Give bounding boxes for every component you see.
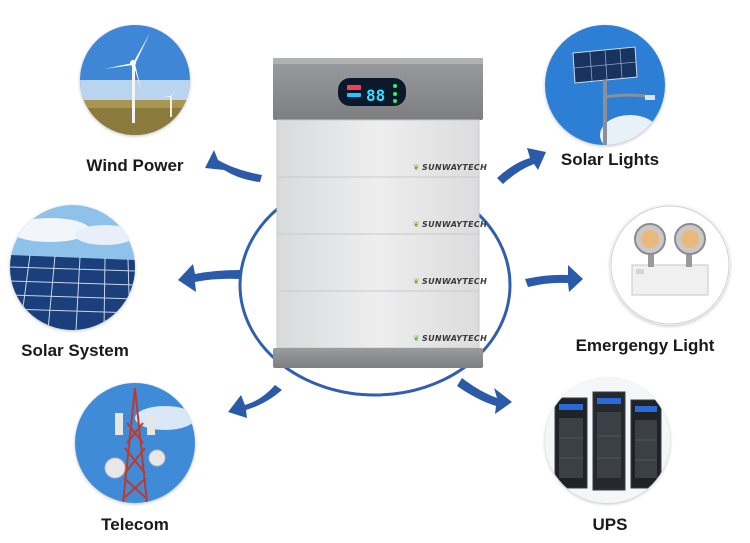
label-solar-lights: Solar Lights — [560, 150, 660, 169]
brand-logo: ❦SUNWAYTECH — [413, 334, 488, 343]
arrow-telecom — [228, 385, 282, 418]
label-wind-power: Wind Power — [86, 156, 184, 175]
label-telecom: Telecom — [101, 515, 169, 534]
label-emergency-light: Emergengy Light — [575, 336, 715, 355]
lcd-readout: 88 — [366, 86, 385, 105]
wind-turbine-icon — [80, 25, 190, 135]
brand-logo: ❦SUNWAYTECH — [413, 163, 488, 172]
emergency-light-icon — [610, 205, 730, 325]
arrow-ups — [457, 378, 512, 414]
label-ups: UPS — [592, 515, 628, 534]
solar-streetlight-icon — [545, 25, 665, 145]
arrow-solar-lights — [497, 148, 546, 184]
solar-panel-icon — [10, 205, 135, 330]
brand-logo: ❦SUNWAYTECH — [413, 277, 488, 286]
ups-server-icon — [545, 378, 670, 503]
label-solar-system: Solar System — [21, 341, 129, 360]
arrow-wind — [205, 150, 262, 182]
brand-logo: ❦SUNWAYTECH — [413, 220, 488, 229]
telecom-tower-icon — [75, 383, 195, 503]
arrow-emergency — [525, 265, 583, 292]
arrow-solar-system — [178, 264, 240, 292]
